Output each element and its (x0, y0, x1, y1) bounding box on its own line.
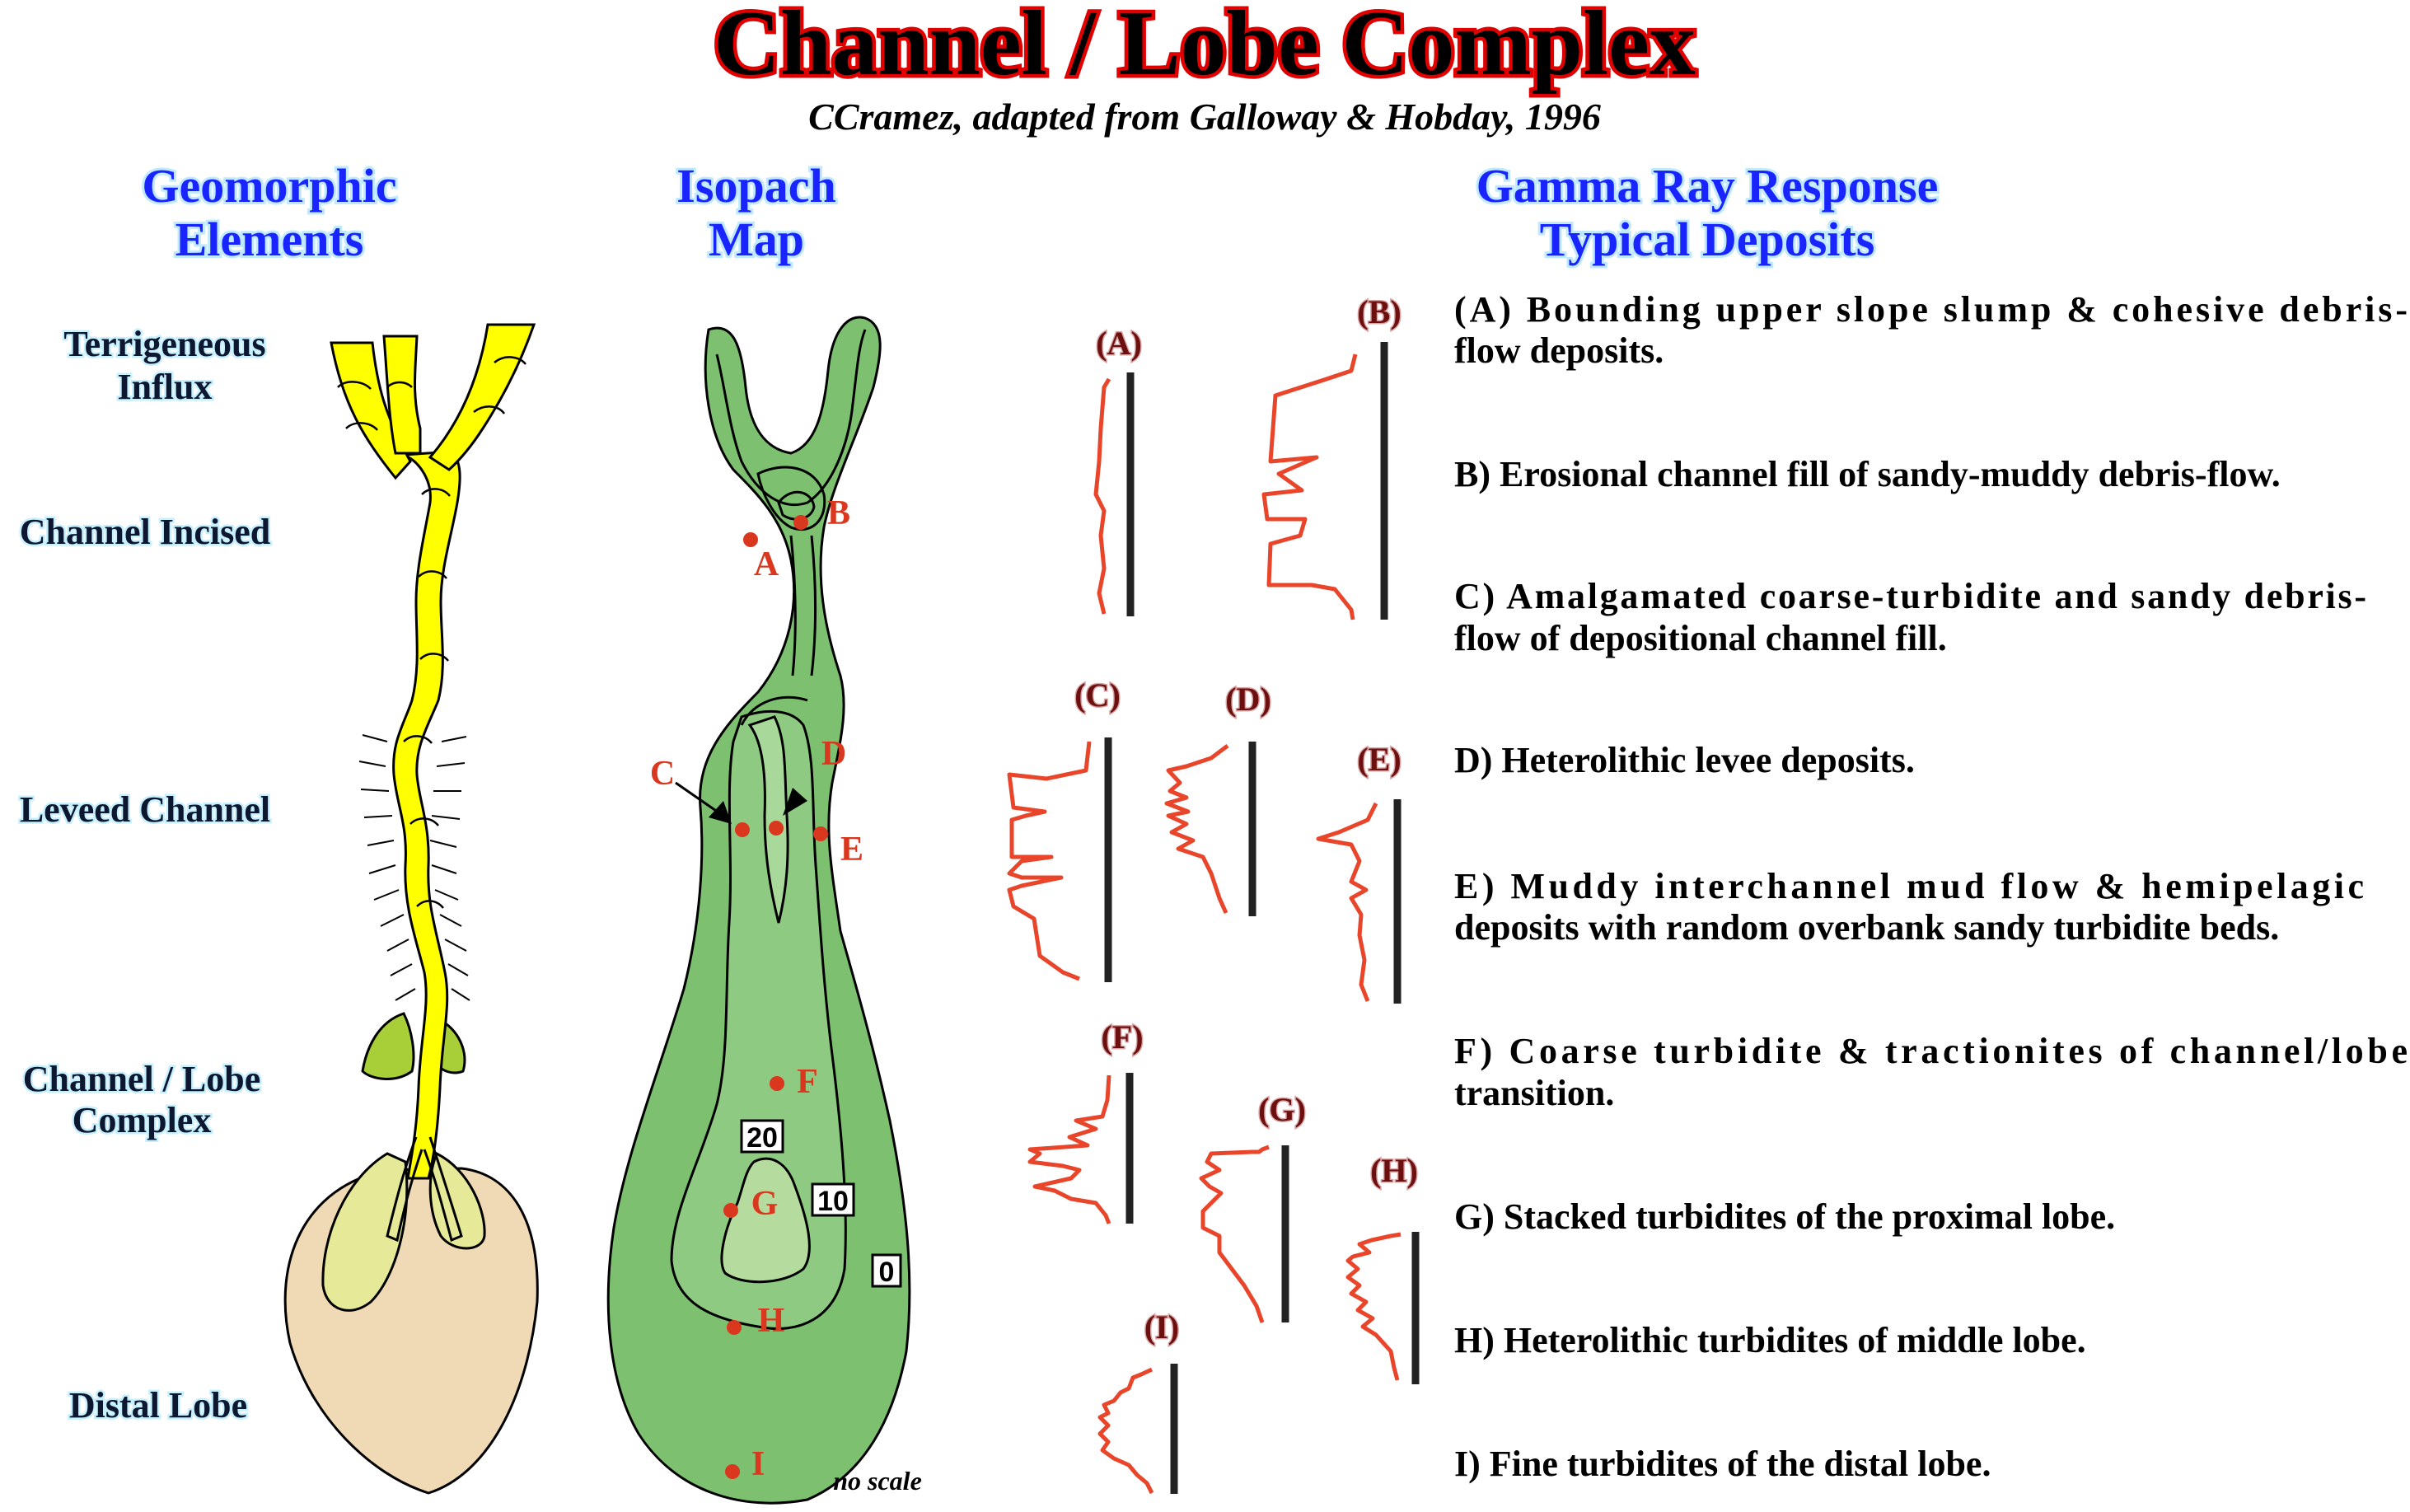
yellow-branch-left (330, 341, 412, 480)
map-point-H-marker (727, 1320, 742, 1335)
log-A (1093, 372, 1135, 616)
log-G (1199, 1145, 1289, 1323)
log-E (1316, 799, 1402, 1004)
gamma-logs (1007, 342, 1420, 1495)
desc-C-line2: flow of depositional channel fill. (1454, 618, 1947, 658)
header-isopach-2: Map (709, 213, 804, 266)
desc-B: B) Erosional channel fill of sandy-muddy… (1454, 454, 2281, 494)
desc-H: H) Heterolithic turbidites of middle lob… (1454, 1320, 2086, 1360)
log-B (1261, 342, 1388, 620)
log-D (1164, 742, 1256, 916)
label-leveed-channel: Leveed Channel (20, 789, 270, 830)
map-point-B-marker (793, 515, 808, 530)
distal-lobe-shape (283, 1167, 539, 1495)
desc-I: I) Fine turbidites of the distal lobe. (1454, 1444, 1991, 1484)
log-label-F: (F) (1101, 1018, 1143, 1056)
log-F (1027, 1073, 1134, 1224)
map-label-F: F (797, 1063, 818, 1101)
map-label-G: G (751, 1185, 779, 1223)
label-distal-lobe: Distal Lobe (69, 1385, 247, 1425)
label-channel-lobe: Channel / Lobe (23, 1059, 261, 1099)
map-points: A B C D E F G H I (650, 494, 863, 1483)
header-geomorphic-1: Geomorphic (142, 159, 396, 213)
yellow-branch-right (428, 323, 536, 471)
label-terrigeneous: Terrigeneous (63, 324, 265, 364)
desc-D: D) Heterolithic levee deposits. (1454, 740, 1915, 780)
page-title: Channel / Lobe Complex (714, 0, 1696, 95)
desc-E-line1: E) Muddy interchannel mud flow & hemipel… (1454, 866, 2364, 906)
contour-label-20: 20 (746, 1122, 778, 1154)
header-isopach-1: Isopach (676, 159, 835, 213)
log-C (1007, 737, 1112, 982)
map-point-D-marker (769, 821, 784, 836)
map-label-D: D (821, 735, 846, 773)
map-label-H: H (758, 1302, 785, 1340)
log-label-A: (A) (1096, 325, 1142, 362)
log-label-I: (I) (1144, 1308, 1179, 1346)
deposit-descriptions: (A) Bounding upper slope slump & cohesiv… (1454, 289, 2408, 1484)
no-scale-note: no scale (833, 1466, 922, 1496)
desc-E-line2: deposits with random overbank sandy turb… (1454, 907, 2279, 948)
map-label-A: A (754, 545, 779, 583)
log-label-E: (E) (1357, 741, 1401, 778)
desc-A-line1: (A) Bounding upper slope slump & cohesiv… (1454, 289, 2408, 330)
map-label-B: B (827, 494, 850, 532)
map-label-C: C (650, 755, 675, 793)
map-point-C-marker (735, 822, 750, 837)
log-label-B: (B) (1357, 293, 1401, 330)
lobe-split-channels (386, 1136, 463, 1243)
contour-labels: 20 10 0 (740, 1119, 902, 1288)
geomorphic-drawing (283, 323, 539, 1495)
label-influx: Influx (118, 367, 213, 407)
label-complex: Complex (73, 1100, 212, 1140)
log-label-H: (H) (1370, 1152, 1418, 1189)
log-labels: (A) (B) (C) (D) (E) (F) (G) (H) (I) (1074, 293, 1420, 1347)
header-geomorphic-2: Elements (175, 213, 364, 266)
map-label-E: E (840, 831, 863, 868)
contour-label-10: 10 (817, 1186, 849, 1217)
map-point-I-marker (725, 1464, 740, 1479)
label-channel-incised: Channel Incised (20, 512, 270, 552)
map-point-E-marker (813, 826, 828, 841)
yellow-channel (392, 450, 461, 1180)
map-point-F-marker (770, 1076, 784, 1091)
header-gamma-2: Typical Deposits (1540, 213, 1875, 266)
log-label-D: (D) (1225, 681, 1271, 718)
log-label-G: (G) (1258, 1091, 1306, 1128)
desc-A-line2: flow deposits. (1454, 330, 1664, 371)
desc-F-line1: F) Coarse turbidite & tractionites of ch… (1454, 1031, 2408, 1071)
map-point-A-marker (743, 532, 758, 547)
header-gamma-1: Gamma Ray Response (1476, 159, 1939, 213)
yellow-branch-mid (382, 335, 422, 455)
log-I (1097, 1364, 1178, 1495)
map-point-G-marker (723, 1203, 738, 1218)
isopach-outline-20 (720, 1157, 811, 1284)
inner-lobe-left (321, 1152, 409, 1312)
log-H (1345, 1232, 1420, 1384)
contour-label-0: 0 (879, 1257, 895, 1288)
desc-F-line2: transition. (1454, 1073, 1614, 1113)
page-subtitle: CCramez, adapted from Galloway & Hobday,… (808, 96, 1601, 138)
log-label-C: (C) (1074, 676, 1121, 714)
map-label-I: I (751, 1445, 765, 1483)
isopach-channel-core (747, 715, 789, 924)
desc-G: G) Stacked turbidites of the proximal lo… (1454, 1196, 2115, 1237)
complex-patch-left (361, 1012, 415, 1080)
desc-C-line1: C) Amalgamated coarse-turbidite and sand… (1454, 576, 2366, 616)
